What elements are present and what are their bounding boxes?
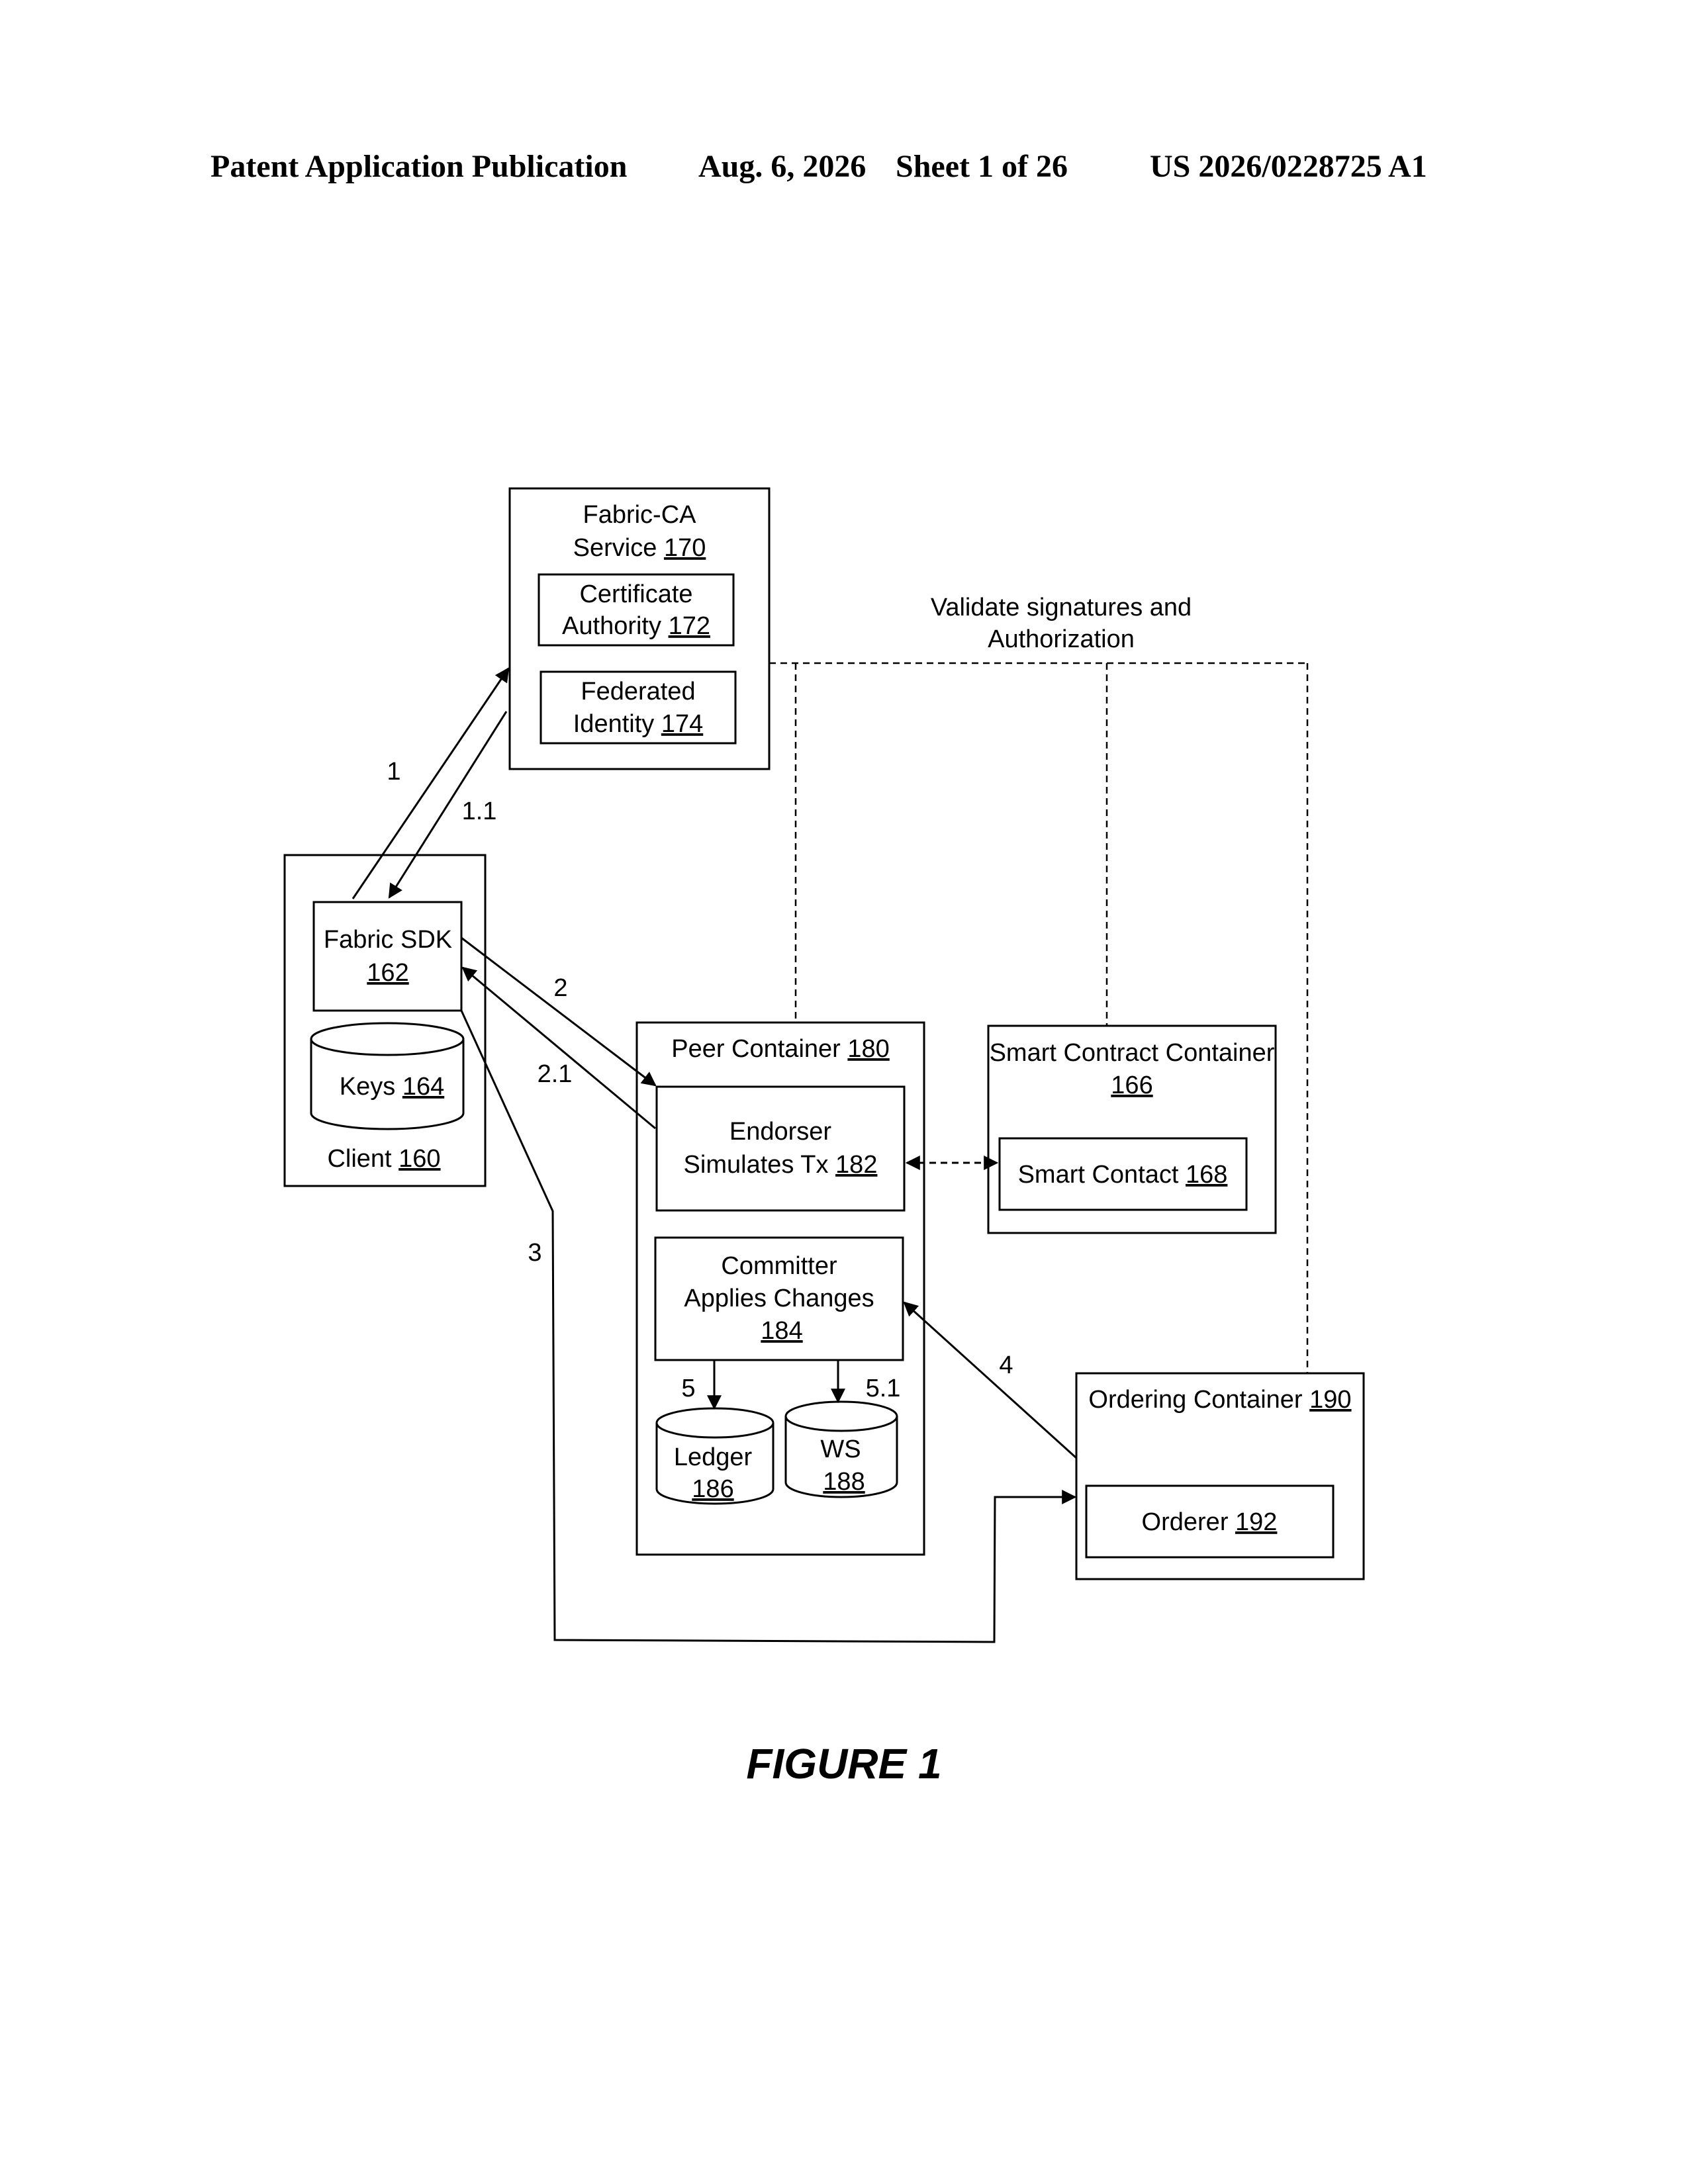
federated-identity-line2: Identity 174 — [573, 710, 704, 738]
federated-identity-line1: Federated — [581, 678, 695, 705]
smart-contact-label: Smart Contact 168 — [1018, 1161, 1228, 1189]
fabric-sdk-box — [314, 902, 461, 1011]
arrow-step-4 — [904, 1302, 1076, 1458]
step-label-5: 5 — [681, 1375, 695, 1402]
step-label-4: 4 — [999, 1351, 1013, 1379]
ordering-container-label: Ordering Container 190 — [1088, 1386, 1351, 1414]
orderer-label: Orderer 192 — [1142, 1508, 1278, 1536]
endorser-line2: Simulates Tx 182 — [684, 1151, 878, 1179]
committer-ref: 184 — [761, 1317, 802, 1345]
step-label-5-1: 5.1 — [866, 1375, 901, 1402]
certificate-authority-line1: Certificate — [579, 580, 692, 608]
figure-label: FIGURE 1 — [0, 1739, 1688, 1788]
step-label-3: 3 — [528, 1239, 541, 1267]
smart-contract-container-label: Smart Contract Container — [990, 1039, 1275, 1067]
fabric-sdk-label: Fabric SDK — [324, 926, 452, 954]
client-label: Client 160 — [327, 1145, 440, 1173]
ledger-label: Ledger — [674, 1443, 753, 1471]
validate-note-line1: Validate signatures and — [931, 594, 1192, 621]
fabric-sdk-ref: 162 — [367, 959, 408, 987]
endorser-line1: Endorser — [729, 1118, 832, 1146]
smart-contract-container-ref: 166 — [1111, 1071, 1152, 1099]
ws-ref: 188 — [823, 1468, 865, 1496]
step-label-2: 2 — [553, 974, 567, 1002]
committer-line1: Committer — [721, 1252, 837, 1280]
ledger-ref: 186 — [692, 1475, 733, 1503]
step-label-2-1: 2.1 — [538, 1060, 573, 1088]
endorser-box — [657, 1087, 904, 1210]
ws-label: WS — [820, 1435, 861, 1463]
committer-line2: Applies Changes — [684, 1285, 874, 1312]
validate-note-line2: Authorization — [988, 625, 1135, 653]
certificate-authority-line2: Authority 172 — [562, 612, 710, 640]
fabric-ca-line1: Fabric-CA — [583, 501, 696, 529]
step-label-1-1: 1.1 — [462, 797, 497, 825]
step-label-1: 1 — [387, 758, 400, 786]
fabric-ca-line2: Service 170 — [573, 534, 706, 562]
peer-container-label: Peer Container 180 — [671, 1035, 890, 1063]
keys-label: Keys 164 — [340, 1073, 444, 1101]
validation-dashed-lines — [769, 663, 1307, 1373]
